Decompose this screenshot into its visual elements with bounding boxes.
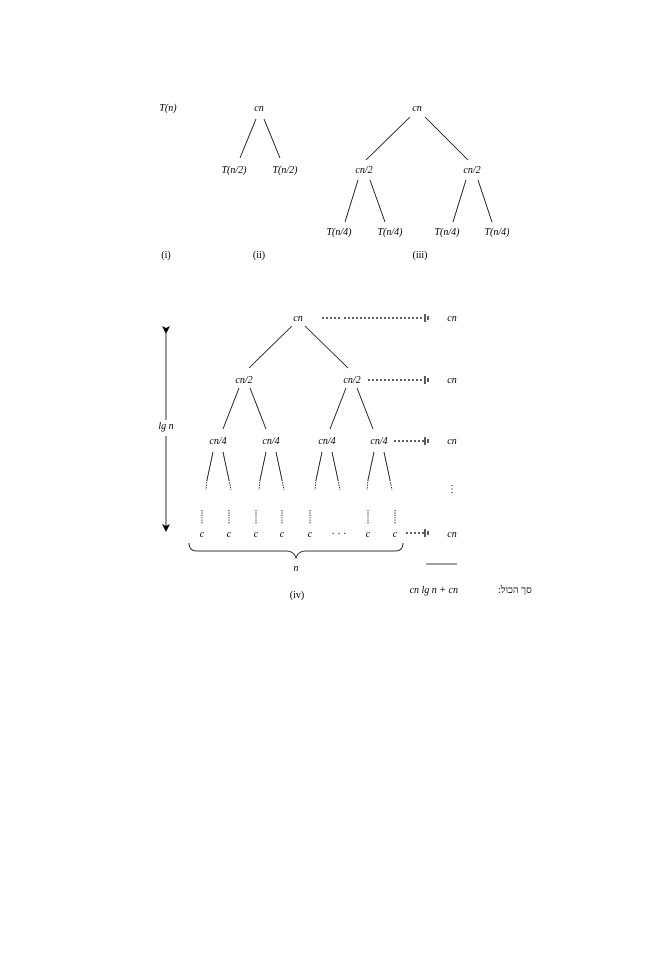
panel-iv-dashed-path <box>258 479 261 491</box>
panel-iv-dashed-path <box>205 479 208 491</box>
level-sum-guide <box>406 529 429 537</box>
panel-iv-level2-node: cn/4 <box>262 436 279 447</box>
panel-ii-root-node: cn <box>254 103 263 114</box>
panel-iv-leaf-node: c <box>227 529 232 540</box>
level-sum-guide <box>368 376 429 384</box>
height-label: lg n <box>158 421 173 432</box>
level-cost: cn <box>447 529 456 540</box>
panel-ii-caption: (ii) <box>253 250 265 261</box>
panel-iii-level1-node: cn/2 <box>463 165 480 176</box>
panel-iv-edge <box>248 325 293 369</box>
panel-iii-level1-node: cn/2 <box>355 165 372 176</box>
panel-iv-leaf-node: c <box>308 529 313 540</box>
width-label: n <box>294 563 299 574</box>
panel-iv-edge <box>249 387 267 430</box>
leaf-count-brace <box>188 542 404 560</box>
panel-iv-edge <box>383 451 391 481</box>
panel-iv-level2-node: cn/4 <box>318 436 335 447</box>
level-sum-guide <box>394 437 429 445</box>
panel-iii-level2-node: T(n/4) <box>485 227 511 238</box>
panel-ii-edge-left <box>239 118 257 159</box>
panel-i: T(n) (i) <box>159 103 177 261</box>
panel-iv-leaf-node: c <box>366 529 371 540</box>
panel-iv-edge <box>275 451 283 481</box>
panel-iii-level2-node: T(n/4) <box>378 227 404 238</box>
level-cost-vertical-ellipsis: ⋮ <box>447 484 457 495</box>
level-cost: cn <box>447 375 456 386</box>
panel-ii: cn T(n/2) T(n/2) (ii) <box>222 103 299 261</box>
panel-iii-level2-node: T(n/4) <box>435 227 461 238</box>
panel-iv-caption: (iv) <box>290 590 304 601</box>
panel-iv-edge <box>356 387 374 430</box>
panel-iv-leaf-node: c <box>254 529 259 540</box>
panel-iv-edge <box>331 451 339 481</box>
panel-iv-dashed-path <box>314 479 317 491</box>
panel-iv-leaf-ellipsis: · · · <box>332 529 347 540</box>
panel-iii-edge <box>424 116 469 161</box>
panel-iii-caption: (iii) <box>413 250 428 261</box>
panel-iv-edge <box>367 451 375 481</box>
panel-iii-edge <box>344 179 359 223</box>
panel-iv-level2-node: cn/4 <box>370 436 387 447</box>
panel-iii-level2-node: T(n/4) <box>327 227 353 238</box>
total-label: סך הכול: <box>498 584 532 596</box>
panel-iv-edge <box>315 451 323 481</box>
panel-iii-edge <box>365 116 411 161</box>
panel-iv-leaf-node: c <box>393 529 398 540</box>
panel-iii-root-node: cn <box>412 103 421 114</box>
panel-iii-edge <box>477 179 493 223</box>
panel-ii-child-node-1: T(n/2) <box>222 165 248 176</box>
level-sum-guide <box>322 314 429 322</box>
panel-ii-child-node-2: T(n/2) <box>273 165 299 176</box>
panel-i-caption: (i) <box>161 250 170 261</box>
panel-iv-level1-node: cn/2 <box>343 375 360 386</box>
panel-iv-edge <box>206 451 214 481</box>
panel-ii-edge-right <box>263 118 281 159</box>
panel-iv-level1-node: cn/2 <box>235 375 252 386</box>
panel-iv-edge <box>259 451 267 481</box>
panel-iv-dashed-path <box>228 479 232 491</box>
panel-iv-dashed-path <box>281 479 285 491</box>
panel-iv-leaf-node: c <box>200 529 205 540</box>
panel-iii-edge <box>452 179 467 223</box>
panel-iv: lg n cn cn/2 <box>158 313 532 601</box>
level-cost: cn <box>447 313 456 324</box>
panel-i-root-node: T(n) <box>159 103 177 114</box>
panel-iv-edge <box>222 451 230 481</box>
panel-iii: cn cn/2 cn/2 T(n/4) T(n/4) T(n/4) T(n/4)… <box>327 103 511 261</box>
panel-iv-edge <box>329 387 347 430</box>
panel-iv-dashed-path <box>337 479 341 491</box>
panel-iv-edge <box>304 325 349 369</box>
level-cost: cn <box>447 436 456 447</box>
panel-iv-root-node: cn <box>293 313 302 324</box>
panel-iv-leaf-node: c <box>280 529 285 540</box>
panel-iv-dashed-path <box>389 479 393 491</box>
panel-iii-edge <box>369 179 386 223</box>
panel-iv-edge <box>222 387 240 430</box>
panel-iv-dashed-path <box>366 479 369 491</box>
total-value: cn lg n + cn <box>410 585 458 596</box>
panel-iv-level2-node: cn/4 <box>209 436 226 447</box>
